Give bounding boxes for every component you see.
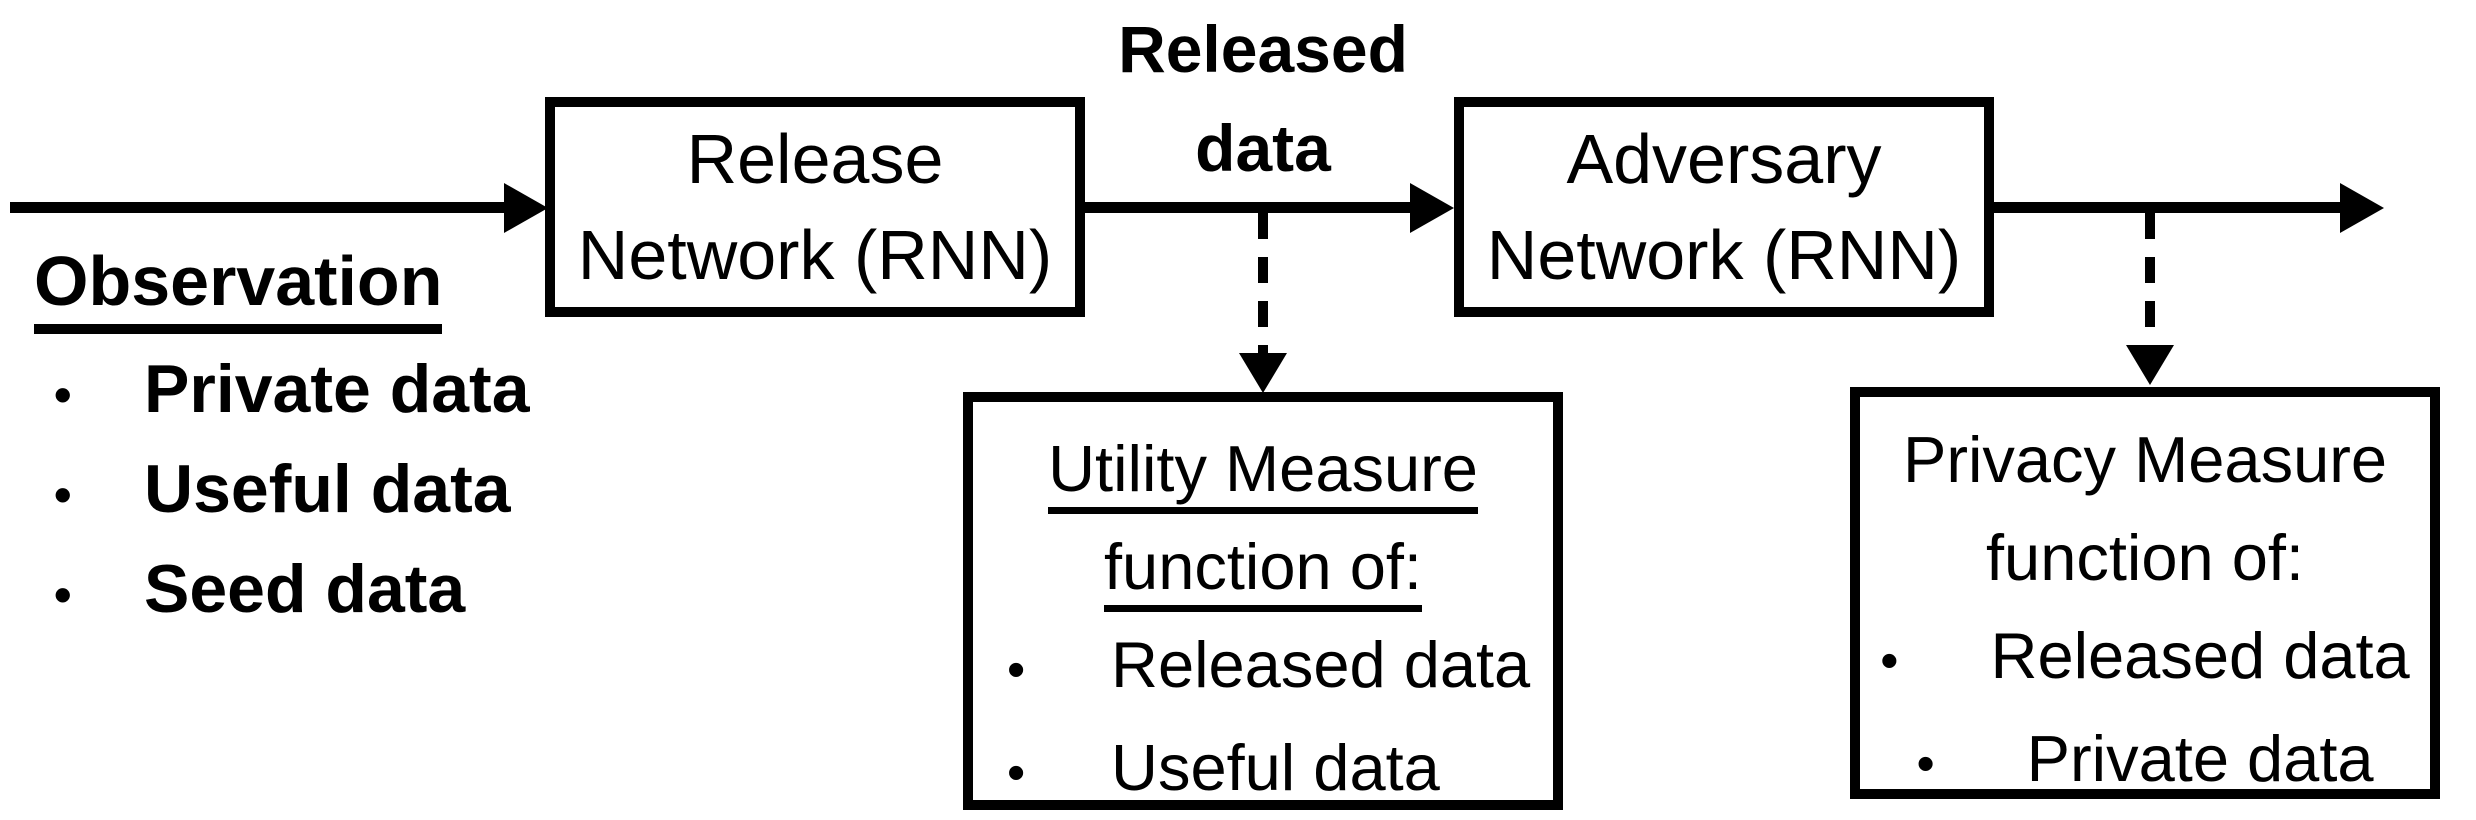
observation-item-row: • Private data bbox=[30, 342, 530, 442]
observation-item-seed-data: Seed data bbox=[144, 551, 466, 627]
released-data-label-line2: data bbox=[1195, 111, 1331, 185]
privacy-dashed-connector bbox=[2145, 213, 2155, 347]
adversary-network-label-line2: Network (RNN) bbox=[1486, 216, 1962, 294]
utility-item-row: • Useful data bbox=[973, 719, 1553, 820]
bullet-icon: • bbox=[1880, 632, 1899, 690]
release-network-box: Release Network (RNN) bbox=[545, 97, 1085, 317]
privacy-item-private-data: Private data bbox=[2026, 722, 2374, 795]
observation-item-row: • Seed data bbox=[30, 542, 530, 642]
observation-item-useful-data: Useful data bbox=[144, 451, 511, 527]
observation-block: Observation • Private data • Useful data… bbox=[30, 243, 530, 642]
privacy-item-row: • Released data bbox=[1860, 607, 2430, 710]
utility-dashed-connector bbox=[1258, 213, 1268, 355]
release-network-label-line2: Network (RNN) bbox=[577, 216, 1053, 294]
privacy-measure-title: Privacy Measure bbox=[1902, 423, 2388, 496]
observation-item-row: • Useful data bbox=[30, 442, 530, 542]
bullet-icon: • bbox=[54, 467, 72, 523]
utility-item-released-data: Released data bbox=[1111, 628, 1531, 701]
bullet-icon: • bbox=[54, 567, 72, 623]
bullet-icon: • bbox=[1916, 735, 1935, 793]
released-data-label-line1: Released bbox=[1118, 12, 1408, 86]
privacy-item-row: • Private data bbox=[1860, 710, 2430, 813]
released-data-label: Released data bbox=[1053, 0, 1473, 198]
privacy-item-released-data: Released data bbox=[1990, 619, 2410, 692]
utility-function-of-label: function of: bbox=[1104, 530, 1422, 612]
utility-measure-box: Utility Measure function of: • Released … bbox=[963, 392, 1563, 810]
observation-item-private-data: Private data bbox=[144, 351, 530, 427]
input-flow-arrowhead-icon bbox=[504, 183, 548, 233]
bullet-icon: • bbox=[1007, 744, 1026, 802]
release-network-label-line1: Release bbox=[686, 120, 944, 198]
privacy-arrowhead-icon bbox=[2126, 345, 2174, 385]
adversary-network-label-line1: Adversary bbox=[1566, 120, 1882, 198]
privacy-function-of-label: function of: bbox=[1986, 521, 2304, 594]
utility-item-useful-data: Useful data bbox=[1111, 731, 1440, 804]
bullet-icon: • bbox=[54, 367, 72, 423]
observation-heading: Observation bbox=[34, 243, 443, 334]
utility-measure-title: Utility Measure bbox=[1048, 432, 1478, 514]
released-data-flow-line bbox=[1080, 202, 1412, 213]
bullet-icon: • bbox=[1007, 641, 1026, 699]
privacy-measure-box: Privacy Measure function of: • Released … bbox=[1850, 387, 2440, 799]
utility-arrowhead-icon bbox=[1239, 353, 1287, 393]
released-data-arrowhead-icon bbox=[1410, 183, 1454, 233]
output-flow-arrowhead-icon bbox=[2340, 183, 2384, 233]
input-flow-line bbox=[10, 202, 510, 213]
output-flow-line bbox=[1989, 202, 2344, 213]
utility-item-row: • Released data bbox=[973, 616, 1553, 719]
adversary-network-box: Adversary Network (RNN) bbox=[1454, 97, 1994, 317]
